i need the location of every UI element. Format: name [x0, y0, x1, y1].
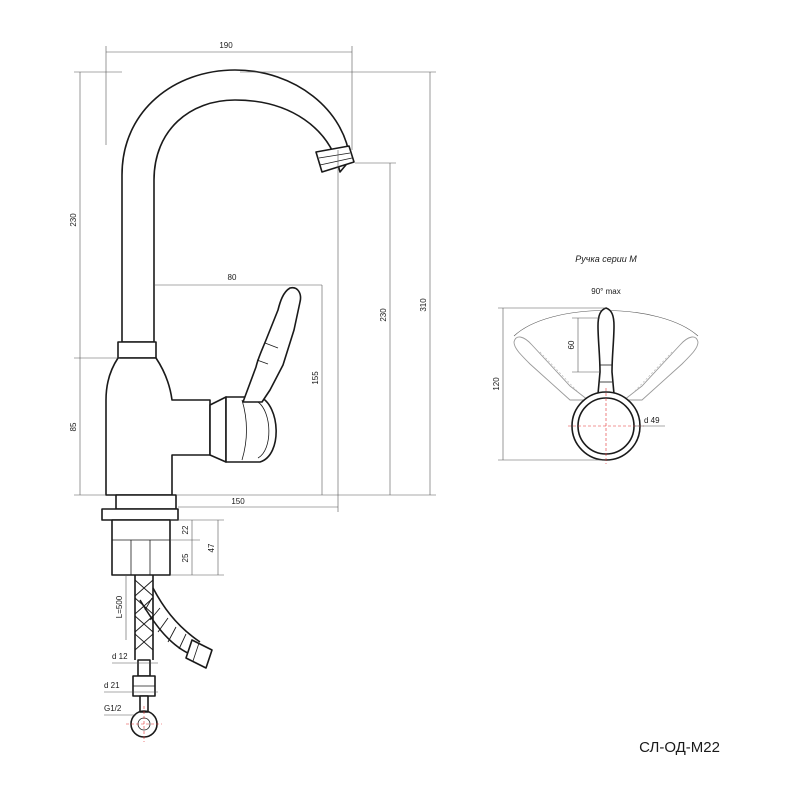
handle-view-title: Ручка серии М — [575, 254, 637, 264]
mounting-shank — [111, 519, 171, 576]
spout — [121, 69, 351, 343]
faucet-body — [105, 357, 211, 496]
dim-hose-diameter: d 12 — [112, 652, 128, 661]
dim-shank-length: 47 — [207, 543, 216, 552]
dim-handle-height-120: 120 — [492, 377, 501, 391]
mounting-flange — [101, 508, 179, 521]
dim-outlet-height: 230 — [379, 308, 388, 322]
dim-lever-length: 60 — [567, 340, 576, 349]
product-code: СЛ-ОД-М22 — [639, 739, 720, 756]
handle-top-view: Ручка серии М 90° max 60 120 — [492, 254, 699, 464]
dim-spout-height: 230 — [69, 213, 78, 227]
dim-nut-a: 22 — [181, 525, 190, 534]
dim-thread: G1/2 — [104, 704, 122, 713]
dim-total-height: 310 — [419, 298, 428, 312]
dim-nut-b: 25 — [181, 553, 190, 562]
aerator — [315, 145, 355, 173]
base-ring — [115, 494, 177, 510]
dim-overall-width: 190 — [219, 41, 233, 50]
ghost-handle-right — [622, 336, 699, 401]
faucet-dimension-labels: 190 230 85 80 155 230 310 150 22 25 47 L… — [69, 41, 428, 713]
hose-nut-right — [185, 639, 213, 669]
handle-rotation-label: 90° max — [591, 287, 620, 296]
supply-hose-curved — [139, 587, 213, 669]
supply-hose-vertical — [132, 575, 156, 713]
spout-collar — [117, 341, 157, 359]
dim-body-height: 85 — [69, 422, 78, 431]
faucet-side-view — [101, 69, 355, 742]
dim-hose-length: L=500 — [115, 595, 124, 618]
dim-base-width: 150 — [231, 497, 245, 506]
dim-handle-reach: 80 — [228, 273, 237, 282]
lever-handle — [242, 286, 302, 403]
cartridge-housing — [209, 396, 227, 463]
dim-handle-height: 155 — [311, 371, 320, 385]
handle-lever-center — [597, 307, 615, 395]
dim-nut-diameter: d 21 — [104, 681, 120, 690]
dim-hub-diameter: d 49 — [644, 416, 660, 425]
thread-end-view — [126, 706, 162, 742]
ghost-handle-left — [513, 336, 590, 401]
faucet-dimension-lines — [74, 46, 436, 716]
